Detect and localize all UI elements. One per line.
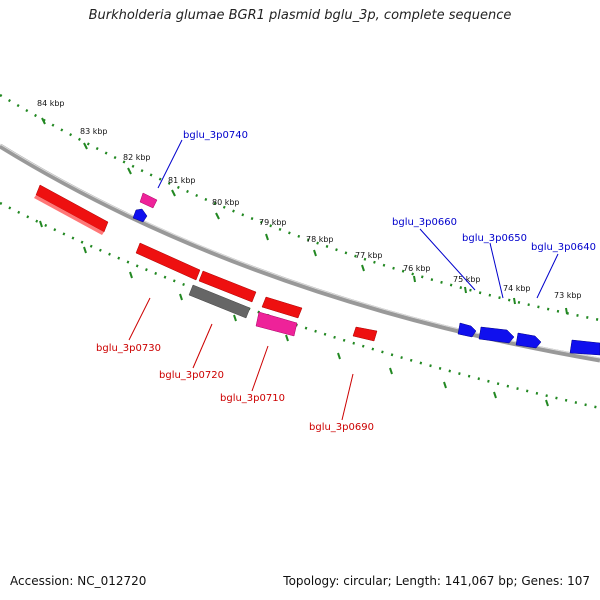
scale-label: 79 kbp <box>259 218 287 227</box>
inner-tick <box>443 381 447 389</box>
scale-label: 82 kbp <box>123 153 151 162</box>
inner-major-ticks <box>39 220 549 407</box>
gene-bglu_3p0720-a[interactable] <box>135 242 201 281</box>
outer-tick <box>464 286 467 294</box>
outer-tick <box>265 233 269 241</box>
label-bglu_3p0640[interactable]: bglu_3p0640 <box>531 242 596 253</box>
scale-label: 73 kbp <box>554 291 582 300</box>
outer-tick <box>361 264 365 272</box>
label-leaders <box>128 139 559 421</box>
outer-tick <box>313 249 317 257</box>
gene-bglu_3p0740[interactable] <box>132 208 148 223</box>
backbone-arc <box>0 143 600 363</box>
outer-tick <box>215 212 220 220</box>
inner-tick <box>129 271 133 279</box>
scale-label: 78 kbp <box>306 235 334 244</box>
gene-3d-shadow <box>34 195 104 235</box>
scale-label: 76 kbp <box>403 264 431 273</box>
outer-tick <box>83 142 88 150</box>
reverse-strand-genes <box>34 184 378 342</box>
gene-bglu_3p0650[interactable] <box>478 326 515 344</box>
label-bglu_3p0730[interactable]: bglu_3p0730 <box>96 343 161 354</box>
outer-tick <box>41 117 46 125</box>
backbone-arc-highlight <box>0 143 600 359</box>
inner-tick <box>233 314 237 322</box>
gene-bglu_3p0690[interactable] <box>352 326 378 342</box>
gene-forward-edge[interactable] <box>569 339 600 356</box>
scale-label: 77 kbp <box>355 251 383 260</box>
inner-tick <box>545 399 549 407</box>
map-title: Burkholderia glumae BGR1 plasmid bglu_3p… <box>88 8 512 23</box>
topology-summary: Topology: circular; Length: 141,067 bp; … <box>283 574 590 588</box>
outer-tick <box>171 189 176 197</box>
inner-tick <box>285 334 289 342</box>
gene-bglu_3p0720-b[interactable] <box>198 270 257 303</box>
scale-label: 75 kbp <box>453 275 481 284</box>
label-bglu_3p0690[interactable]: bglu_3p0690 <box>309 422 374 433</box>
inner-scale-ring <box>0 201 600 410</box>
scale-label: 81 kbp <box>168 176 196 185</box>
outer-tick <box>413 275 416 283</box>
gene-bglu_3p0640[interactable] <box>515 332 542 349</box>
label-bglu_3p0720[interactable]: bglu_3p0720 <box>159 370 224 381</box>
label-bglu_3p0710[interactable]: bglu_3p0710 <box>220 393 285 404</box>
label-bglu_3p0740[interactable]: bglu_3p0740 <box>183 130 248 141</box>
inner-tick <box>389 367 393 375</box>
scale-label: 83 kbp <box>80 127 108 136</box>
outer-tick <box>513 297 516 305</box>
label-bglu_3p0650[interactable]: bglu_3p0650 <box>462 233 527 244</box>
outer-tick <box>565 307 568 315</box>
scale-labels: 84 kbp 83 kbp 82 kbp 81 kbp 80 kbp 79 kbp 78 k… <box>37 99 582 300</box>
inner-tick <box>493 391 497 399</box>
inner-tick <box>39 220 43 228</box>
label-bglu_3p0660[interactable]: bglu_3p0660 <box>392 217 457 228</box>
gene-pink-outer[interactable] <box>139 192 158 209</box>
forward-strand-genes <box>132 208 600 356</box>
gene-bglu_3p0710[interactable] <box>261 296 303 319</box>
outer-major-ticks <box>41 117 568 315</box>
gene-pink-inner[interactable] <box>255 311 298 337</box>
scale-label: 74 kbp <box>503 284 531 293</box>
gene-bglu_3p0660[interactable] <box>457 322 477 338</box>
outer-tick <box>127 167 132 175</box>
gene-gray[interactable] <box>188 284 251 319</box>
inner-tick <box>83 246 87 254</box>
inner-tick <box>179 293 183 301</box>
scale-label: 84 kbp <box>37 99 65 108</box>
accession-text: Accession: NC_012720 <box>10 574 147 588</box>
inner-tick <box>337 352 341 360</box>
scale-label: 80 kbp <box>212 198 240 207</box>
